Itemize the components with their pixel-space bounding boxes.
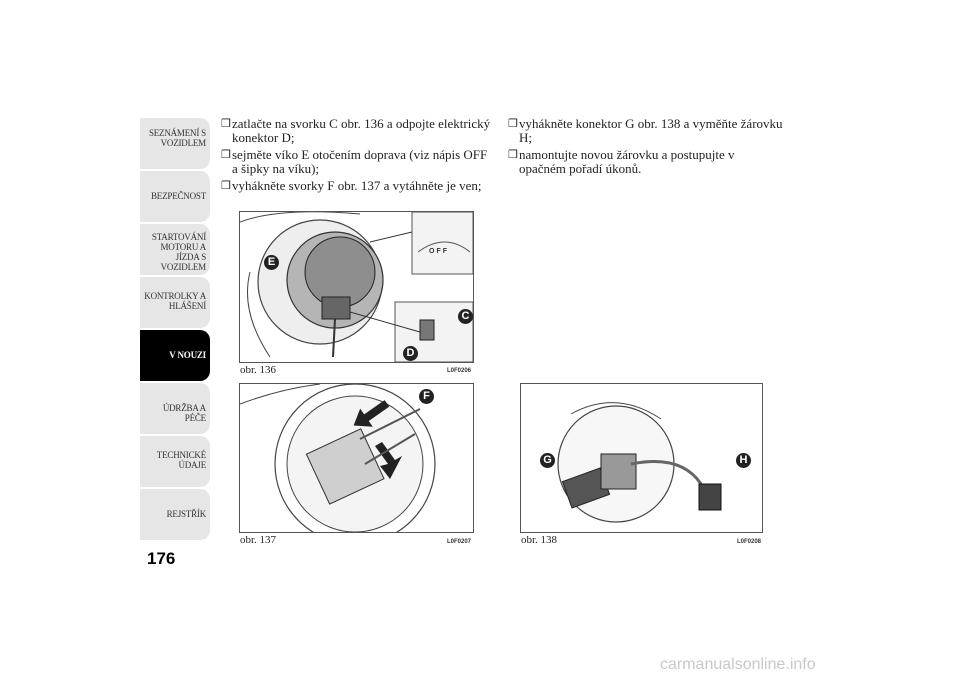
checkbox-bullet: ❒ (508, 149, 518, 161)
callout-g: G (540, 453, 555, 468)
page-number: 176 (147, 549, 176, 568)
figure-138-code: L0F0208 (737, 539, 762, 545)
callout-e: E (264, 255, 279, 270)
figure-137-code: L0F0207 (447, 539, 472, 545)
list-item: ❒ namontujte novou žárovku a postupujte … (508, 147, 735, 176)
figure-136-caption: obr. 136 (240, 364, 277, 376)
tab-rejstrik[interactable]: REJSTŘÍK (140, 489, 210, 540)
figure-136-code: L0F0206 (447, 368, 472, 374)
tab-technicke-udaje[interactable]: TECHNICKÉ ÚDAJE (140, 436, 210, 487)
callout-h: H (736, 453, 751, 468)
tab-bezpecnost[interactable]: BEZPEČNOST (140, 171, 210, 222)
figure-138-caption: obr. 138 (521, 534, 558, 546)
bulb-clips-illustration (240, 384, 436, 532)
left-instructions: ❒ zatlačte na svorku C obr. 136 a odpojt… (221, 117, 491, 196)
callout-c: C (458, 309, 473, 324)
tab-seznameni[interactable]: SEZNÁMENÍ S VOZIDLEM (140, 118, 210, 169)
checkbox-bullet: ❒ (221, 180, 231, 192)
list-item: ❒ vyhákněte konektor G obr. 138 a vyměňt… (508, 116, 783, 145)
off-label: OFF (429, 248, 449, 255)
tab-startovani[interactable]: STARTOVÁNÍ MOTORU A JÍZDA S VOZIDLEM (140, 224, 210, 275)
footer-watermark: carmanualsonline.info (660, 656, 816, 673)
checkbox-bullet: ❒ (221, 149, 231, 161)
list-item: ❒ zatlačte na svorku C obr. 136 a odpojt… (221, 116, 491, 145)
right-instructions: ❒ vyhákněte konektor G obr. 138 a vyměňt… (508, 117, 783, 179)
figure-136-image: OFF E C D (239, 211, 474, 363)
tab-v-nouzi[interactable]: V NOUZI (140, 330, 210, 381)
headlamp-cover-illustration (240, 212, 473, 362)
list-item: ❒ vyhákněte svorky F obr. 137 a vytáhnět… (221, 178, 482, 193)
list-item: ❒ sejměte víko E otočením doprava (viz n… (221, 147, 488, 176)
tab-udrzba[interactable]: ÚDRŽBA A PÉČE (140, 383, 210, 434)
callout-d: D (403, 346, 418, 361)
callout-f: F (419, 389, 434, 404)
bulb-replacement-illustration (557, 402, 722, 523)
tab-kontrolky[interactable]: KONTROLKY A HLÁŠENÍ (140, 277, 210, 328)
figure-137-image: F (239, 383, 474, 533)
figure-137-caption: obr. 137 (240, 534, 277, 546)
figure-138-image: G H (520, 383, 763, 533)
checkbox-bullet: ❒ (508, 118, 518, 130)
checkbox-bullet: ❒ (221, 118, 231, 130)
